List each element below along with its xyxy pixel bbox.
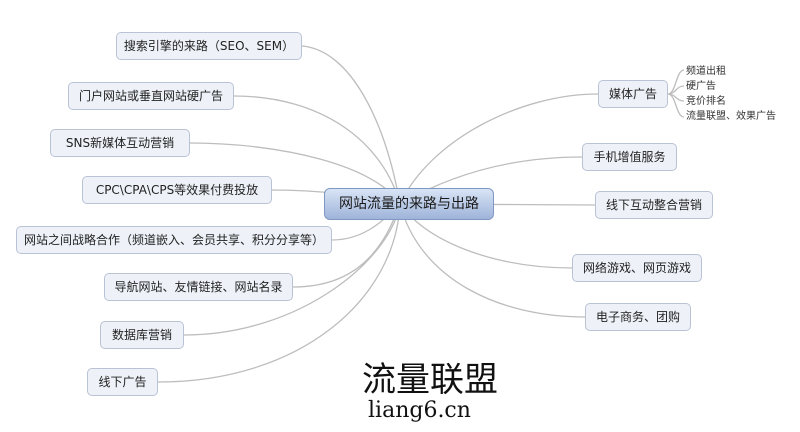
link-sub-bracket	[667, 69, 685, 118]
subitem-bidding-rank[interactable]: 竞价排名	[686, 96, 726, 107]
topic-navigation-sites[interactable]: 导航网站、友情链接、网站名录	[104, 273, 293, 301]
topic-online-games[interactable]: 网络游戏、网页游戏	[572, 254, 702, 282]
topic-ecommerce[interactable]: 电子商务、团购	[585, 303, 691, 331]
central-topic[interactable]: 网站流量的来路与出路	[324, 188, 494, 220]
topic-offline-integrated[interactable]: 线下互动整合营销	[595, 191, 713, 219]
topic-cpc-cpa-cps[interactable]: CPC\CPA\CPS等效果付费投放	[82, 176, 272, 204]
topic-database-marketing[interactable]: 数据库营销	[100, 321, 184, 349]
watermark-title: 流量联盟	[362, 360, 498, 400]
link-left-7	[183, 203, 401, 336]
subitem-traffic-alliance[interactable]: 流量联盟、效果广告	[686, 111, 776, 122]
topic-strategic-cooperation[interactable]: 网站之间战略合作（频道嵌入、会员共享、积分分享等）	[16, 226, 332, 254]
topic-portal-ads[interactable]: 门户网站或垂直网站硬广告	[68, 82, 234, 110]
link-left-8	[157, 203, 401, 383]
topic-mobile-vas[interactable]: 手机增值服务	[582, 143, 677, 171]
subitem-hard-ads[interactable]: 硬广告	[686, 81, 716, 92]
media-ad-subitems: 频道出租 硬广告 竞价排名 流量联盟、效果广告	[686, 64, 776, 124]
topic-offline-ads[interactable]: 线下广告	[87, 368, 158, 396]
link-left-1	[301, 45, 401, 205]
topic-search-engine[interactable]: 搜索引擎的来路（SEO、SEM）	[116, 32, 302, 60]
topic-media-ads[interactable]: 媒体广告	[598, 80, 668, 108]
link-right-1	[399, 93, 599, 205]
watermark-url: liang6.cn	[368, 398, 471, 423]
link-right-5	[399, 203, 586, 318]
subitem-channel-rental[interactable]: 频道出租	[686, 66, 726, 77]
topic-sns-marketing[interactable]: SNS新媒体互动营销	[50, 129, 190, 157]
link-left-2	[233, 95, 401, 205]
